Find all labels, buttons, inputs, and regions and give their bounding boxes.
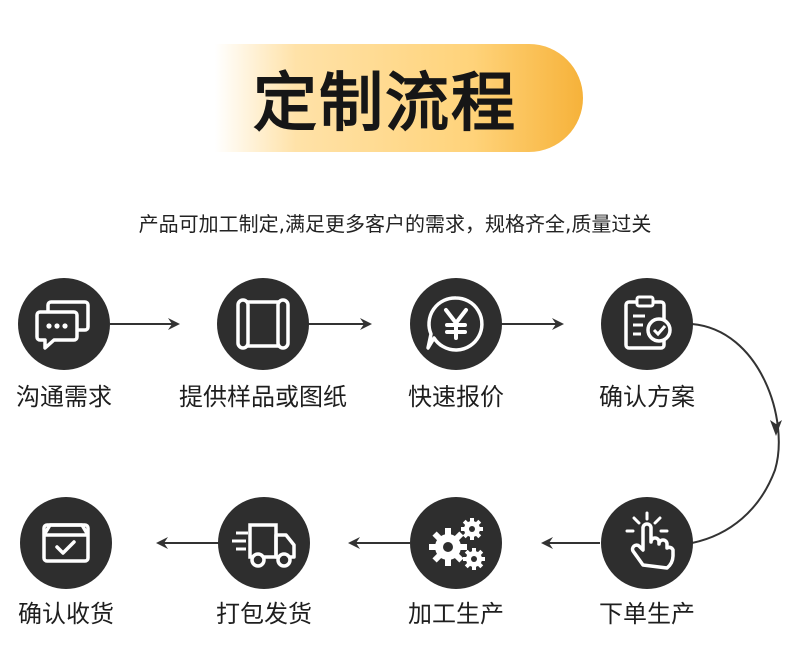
box-check-icon bbox=[42, 523, 90, 563]
step-7-circle bbox=[218, 497, 310, 589]
step-8-circle bbox=[20, 497, 112, 589]
hand-tap-icon bbox=[625, 511, 675, 570]
step-4-circle bbox=[601, 278, 693, 370]
step-6-label: 加工生产 bbox=[408, 600, 504, 628]
step-6-circle bbox=[410, 497, 502, 589]
chat-icon bbox=[35, 300, 90, 350]
arrow-4-5 bbox=[691, 323, 780, 544]
step-1-circle bbox=[18, 278, 110, 370]
step-8-label: 确认收货 bbox=[18, 600, 114, 628]
title-banner bbox=[215, 44, 583, 152]
gears-icon bbox=[429, 518, 485, 570]
step-1-label: 沟通需求 bbox=[16, 383, 112, 411]
step-4-label: 确认方案 bbox=[599, 383, 695, 411]
step-5-circle bbox=[601, 497, 693, 589]
step-2-circle bbox=[217, 278, 309, 370]
page-title: 定制流程 bbox=[253, 67, 517, 141]
step-5-label: 下单生产 bbox=[599, 600, 695, 628]
step-3-circle bbox=[410, 278, 502, 370]
clipboard-check-icon bbox=[624, 295, 672, 350]
yen-icon bbox=[426, 296, 484, 352]
delivery-truck-icon bbox=[232, 523, 296, 568]
step-7-label: 打包发货 bbox=[216, 600, 312, 628]
subtitle: 产品可加工制定,满足更多客户的需求，规格齐全,质量过关 bbox=[138, 212, 652, 236]
step-2-label: 提供样品或图纸 bbox=[179, 383, 347, 411]
scroll-icon bbox=[236, 298, 290, 350]
step-3-label: 快速报价 bbox=[408, 383, 504, 411]
